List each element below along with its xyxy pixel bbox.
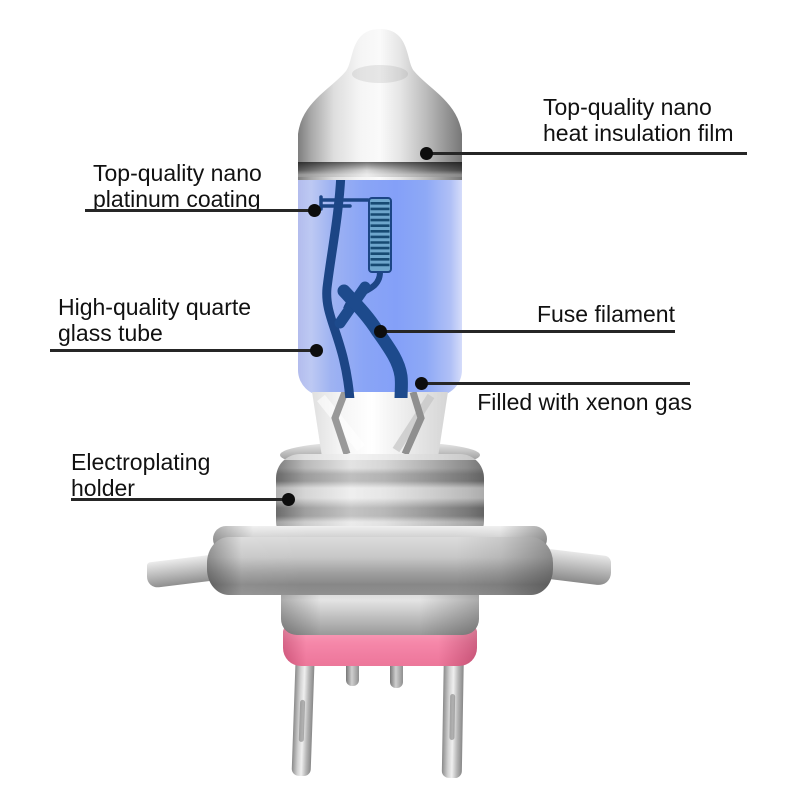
- lead-wire: [337, 284, 408, 398]
- callout-label-line: glass tube: [58, 320, 163, 346]
- callout-label-line: holder: [71, 475, 135, 501]
- pinch-wires: [317, 392, 435, 454]
- terminal-prong-left: [291, 647, 315, 777]
- fuse-junction: [334, 281, 408, 398]
- leader-dot: [308, 204, 321, 217]
- heat-insulation-cap: [298, 29, 462, 180]
- terminal-prong-right: [441, 647, 464, 779]
- callout-label-line: heat insulation film: [543, 120, 734, 146]
- callout-label-line: Top-quality nano: [93, 160, 262, 186]
- holder-flange: [207, 537, 553, 595]
- callout-label-line: Top-quality nano: [543, 94, 712, 120]
- electroplating-holder-neck: [276, 454, 484, 538]
- prong-slit: [298, 699, 306, 742]
- callout-label-line: platinum coating: [93, 186, 261, 212]
- leader-dot: [282, 493, 295, 506]
- leader-dot: [310, 344, 323, 357]
- cap-silhouette: [298, 29, 462, 180]
- leader-dot: [420, 147, 433, 160]
- leader-dot: [415, 377, 428, 390]
- filament-assembly: [319, 176, 408, 398]
- cap-neck-shadow: [352, 65, 408, 83]
- prong-slit: [449, 693, 456, 741]
- callout-label-line: Electroplating: [71, 449, 211, 475]
- leader-line: [50, 349, 317, 352]
- callout-label-line: Filled with xenon gas: [477, 389, 692, 415]
- leader-line: [85, 209, 315, 212]
- callout-label-line: High-quality quarte: [58, 294, 252, 320]
- cap-band: [298, 162, 462, 177]
- leader-dot: [374, 325, 387, 338]
- callout-label-line: Fuse filament: [536, 301, 675, 327]
- leader-line: [71, 498, 289, 501]
- leader-line: [422, 382, 690, 385]
- leader-line: [427, 152, 747, 155]
- glass-pinch: [312, 392, 448, 454]
- support-wire: [319, 176, 370, 398]
- leader-line: [381, 330, 675, 333]
